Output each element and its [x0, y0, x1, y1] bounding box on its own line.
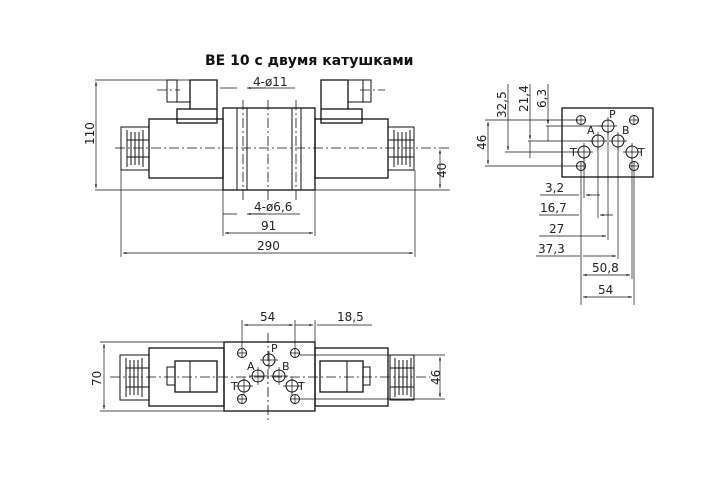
top-view: P A B T T 70 46 54 18,5 — [90, 310, 445, 420]
dim-37-3: 37,3 — [538, 242, 565, 256]
dim-91: 91 — [261, 219, 276, 233]
port-t-left: T — [569, 146, 577, 159]
dim-110: 110 — [83, 122, 97, 145]
dim-54-top: 54 — [260, 310, 275, 324]
right-coil — [314, 118, 389, 179]
front-view: 110 40 4-ø11 4-ø6,6 91 290 — [83, 75, 450, 257]
left-connector — [166, 79, 218, 124]
port-t-right: T — [637, 146, 645, 159]
port-p-top: P — [271, 342, 278, 355]
dim-6-3: 6,3 — [535, 89, 549, 108]
right-connector — [320, 79, 372, 124]
drawing-title: BE 10 с двумя катушками — [205, 53, 414, 69]
dim-46-top: 46 — [429, 370, 443, 385]
right-coil-cap-top — [389, 354, 415, 401]
port-t-top-left: T — [230, 380, 238, 393]
dim-18-5: 18,5 — [337, 310, 364, 324]
dim-holes-bottom: 4-ø6,6 — [254, 200, 292, 214]
port-a-top: A — [247, 360, 255, 373]
port-p: P — [609, 108, 616, 121]
dim-70: 70 — [90, 371, 104, 386]
dim-46-side: 46 — [475, 135, 489, 150]
dim-holes-top: 4-ø11 — [253, 75, 288, 89]
left-coil-cap — [120, 126, 150, 171]
dim-40: 40 — [435, 163, 449, 178]
right-connector-top — [319, 360, 371, 393]
left-coil-cap-top — [119, 354, 150, 401]
dim-27: 27 — [549, 222, 564, 236]
port-b: B — [622, 124, 630, 137]
left-connector-top — [166, 360, 218, 393]
dim-32-5: 32,5 — [495, 91, 509, 118]
dim-50-8: 50,8 — [592, 261, 619, 275]
port-a: A — [587, 124, 595, 137]
dim-290: 290 — [257, 239, 280, 253]
side-view: P A B T T 46 32,5 21,4 6,3 3,2 16,7 27 3… — [475, 84, 654, 305]
dim-21-4: 21,4 — [517, 85, 531, 112]
dim-3-2: 3,2 — [545, 181, 564, 195]
port-t-top-right: T — [297, 380, 305, 393]
right-coil-cap — [387, 126, 415, 171]
mounting-face — [561, 107, 654, 178]
dim-16-7: 16,7 — [540, 201, 567, 215]
port-b-top: B — [282, 360, 290, 373]
dim-54-side: 54 — [598, 283, 613, 297]
left-coil — [148, 118, 224, 179]
